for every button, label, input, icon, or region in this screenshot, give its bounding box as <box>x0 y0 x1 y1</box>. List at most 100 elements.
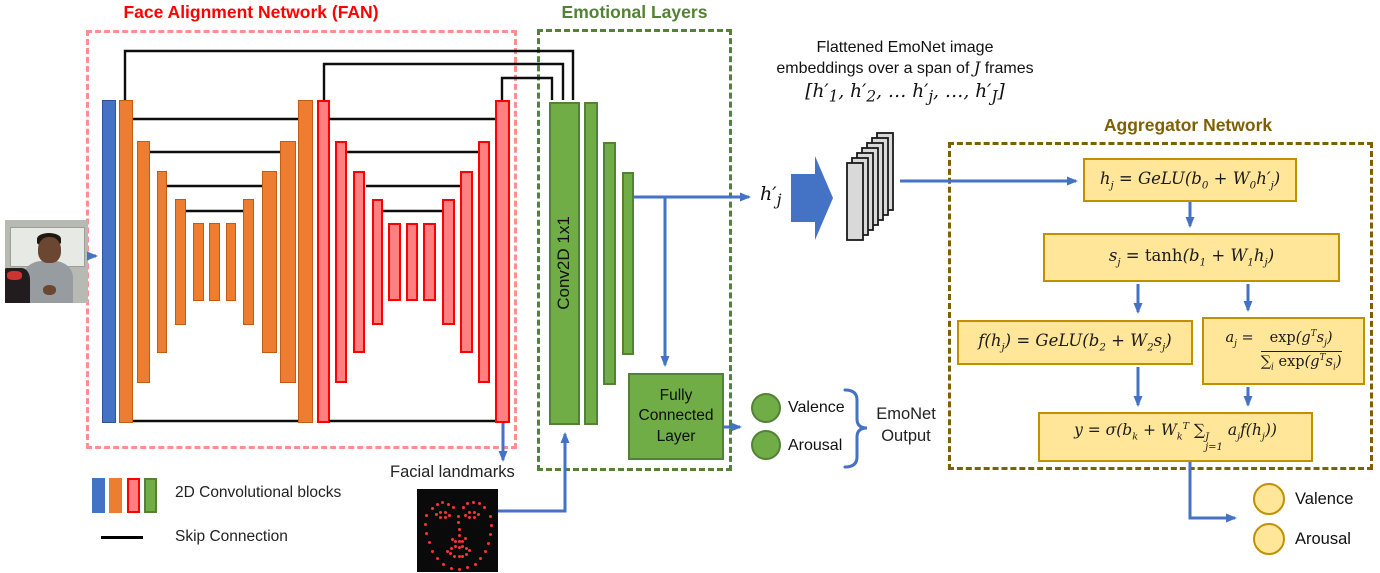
photo-person-head <box>38 236 61 264</box>
orange-conv-block-bar <box>119 100 133 423</box>
emotional-layers-region-box <box>537 29 732 471</box>
red-conv-block-bar <box>478 141 490 383</box>
landmark-dot <box>468 510 472 514</box>
eq4-numerator: exp(gTsj) <box>1260 329 1342 352</box>
green-conv-block-bar <box>603 142 616 385</box>
landmark-dot <box>454 539 458 543</box>
embeddings-caption-line2: embeddings over a span of J frames <box>776 58 1034 78</box>
landmark-dot <box>476 513 480 517</box>
landmark-dot <box>460 554 464 558</box>
landmark-dot <box>468 548 472 552</box>
embeddings-caption-math: [h′1, h′2, … h′j, …, h′J] <box>805 80 1005 106</box>
orange-conv-block-bar <box>137 141 150 383</box>
legend-orange-block <box>109 478 122 513</box>
landmark-dot <box>457 540 461 544</box>
landmark-dot <box>424 523 428 527</box>
landmark-dot <box>450 547 454 551</box>
orange-conv-block-bar <box>243 199 254 325</box>
landmark-dot <box>442 562 446 566</box>
emonet-output-label: EmoNet Output <box>858 404 954 448</box>
orange-conv-block-bar <box>193 223 204 301</box>
green-conv-block-bar <box>584 102 598 425</box>
block-arrow-icon <box>791 156 833 240</box>
legend-green-block <box>144 478 157 513</box>
red-conv-block-bar <box>335 141 347 383</box>
photo-person-body <box>23 260 74 303</box>
skip-connection-lines <box>123 49 575 423</box>
red-conv-block-bar <box>460 171 473 353</box>
emonet-valence-node <box>751 393 781 423</box>
hj-embedding-label: h′j <box>760 183 782 209</box>
landmark-dot <box>457 546 461 550</box>
landmark-dot <box>489 514 493 518</box>
red-conv-block-bar <box>406 223 418 301</box>
landmark-dot <box>477 502 481 506</box>
landmark-dot <box>489 523 493 527</box>
emonet-arousal-label: Arousal <box>788 437 843 454</box>
landmark-dot <box>456 514 460 518</box>
embeddings-caption-line1: Flattened EmoNet image <box>816 39 994 56</box>
landmark-dot <box>458 567 462 571</box>
landmark-dot <box>464 547 468 551</box>
fc-label-line2: Connected <box>638 407 714 425</box>
emotional-layers-title: Emotional Layers <box>561 2 708 22</box>
landmark-dot <box>464 552 468 556</box>
red-conv-block-bar <box>423 223 436 301</box>
landmark-dot <box>443 515 447 519</box>
aggregator-eq4-box: aj = exp(gTsj)∑i exp(gTsi) <box>1202 317 1365 385</box>
legend-skip-label: Skip Connection <box>175 528 288 545</box>
landmark-dot <box>453 554 457 558</box>
landmark-dot <box>466 566 470 570</box>
landmark-dot <box>472 515 476 519</box>
landmark-dot <box>450 567 454 571</box>
landmark-dot <box>489 532 493 536</box>
orange-conv-block-bar <box>175 199 186 325</box>
flow-arrows <box>87 176 1253 523</box>
aggregator-eq4: aj = exp(gTsj)∑i exp(gTsi) <box>1225 329 1342 373</box>
facial-landmarks-image <box>417 489 498 572</box>
landmark-dot <box>457 554 461 558</box>
landmark-dot <box>435 503 439 507</box>
aggregator-eq2-box: sj = tanh(b1 + W1hj) <box>1043 233 1340 282</box>
fc-label-line3: Layer <box>656 427 696 445</box>
fan-title: Face Alignment Network (FAN) <box>123 2 379 22</box>
green-conv-block-bar <box>622 172 634 355</box>
landmark-dot <box>479 557 483 561</box>
landmark-dot <box>461 506 465 510</box>
landmark-dot <box>456 521 460 525</box>
orange-conv-block-bar <box>157 171 167 353</box>
landmark-dot <box>466 502 470 506</box>
orange-conv-block-bar <box>262 171 277 353</box>
aggregator-eq3-box: f(hj) = GeLU(b2 + W2sj) <box>957 320 1193 365</box>
eq4-lhs: aj = <box>1225 330 1254 350</box>
red-conv-block-bar <box>317 100 330 423</box>
landmark-dot <box>427 541 431 545</box>
eq4-denominator: ∑i exp(gTsi) <box>1260 352 1342 373</box>
legend-red-block <box>127 478 140 513</box>
landmark-dot <box>457 533 461 537</box>
aggregator-valence-node <box>1253 483 1285 515</box>
input-face-photo <box>5 220 88 303</box>
landmark-dot <box>457 528 461 531</box>
arrow-landmarks-to-conv <box>498 432 570 513</box>
orange-conv-block-bar <box>280 141 296 383</box>
emonet-output-line2: Output <box>881 426 931 445</box>
red-conv-block-bar <box>442 199 455 325</box>
legend-blue-block <box>92 478 105 513</box>
emonet-output-brace <box>843 388 868 469</box>
landmark-dot <box>451 506 455 510</box>
legend-skip-line <box>101 536 143 539</box>
aggregator-valence-label: Valence <box>1295 490 1354 508</box>
photo-person-hands <box>43 284 57 295</box>
red-conv-block-bar <box>372 199 383 325</box>
landmark-dot <box>454 545 458 549</box>
emonet-output-line1: EmoNet <box>876 405 936 423</box>
green-conv-block-bar <box>549 102 580 425</box>
landmark-dot <box>482 506 486 510</box>
aggregator-title: Aggregator Network <box>1103 115 1273 135</box>
